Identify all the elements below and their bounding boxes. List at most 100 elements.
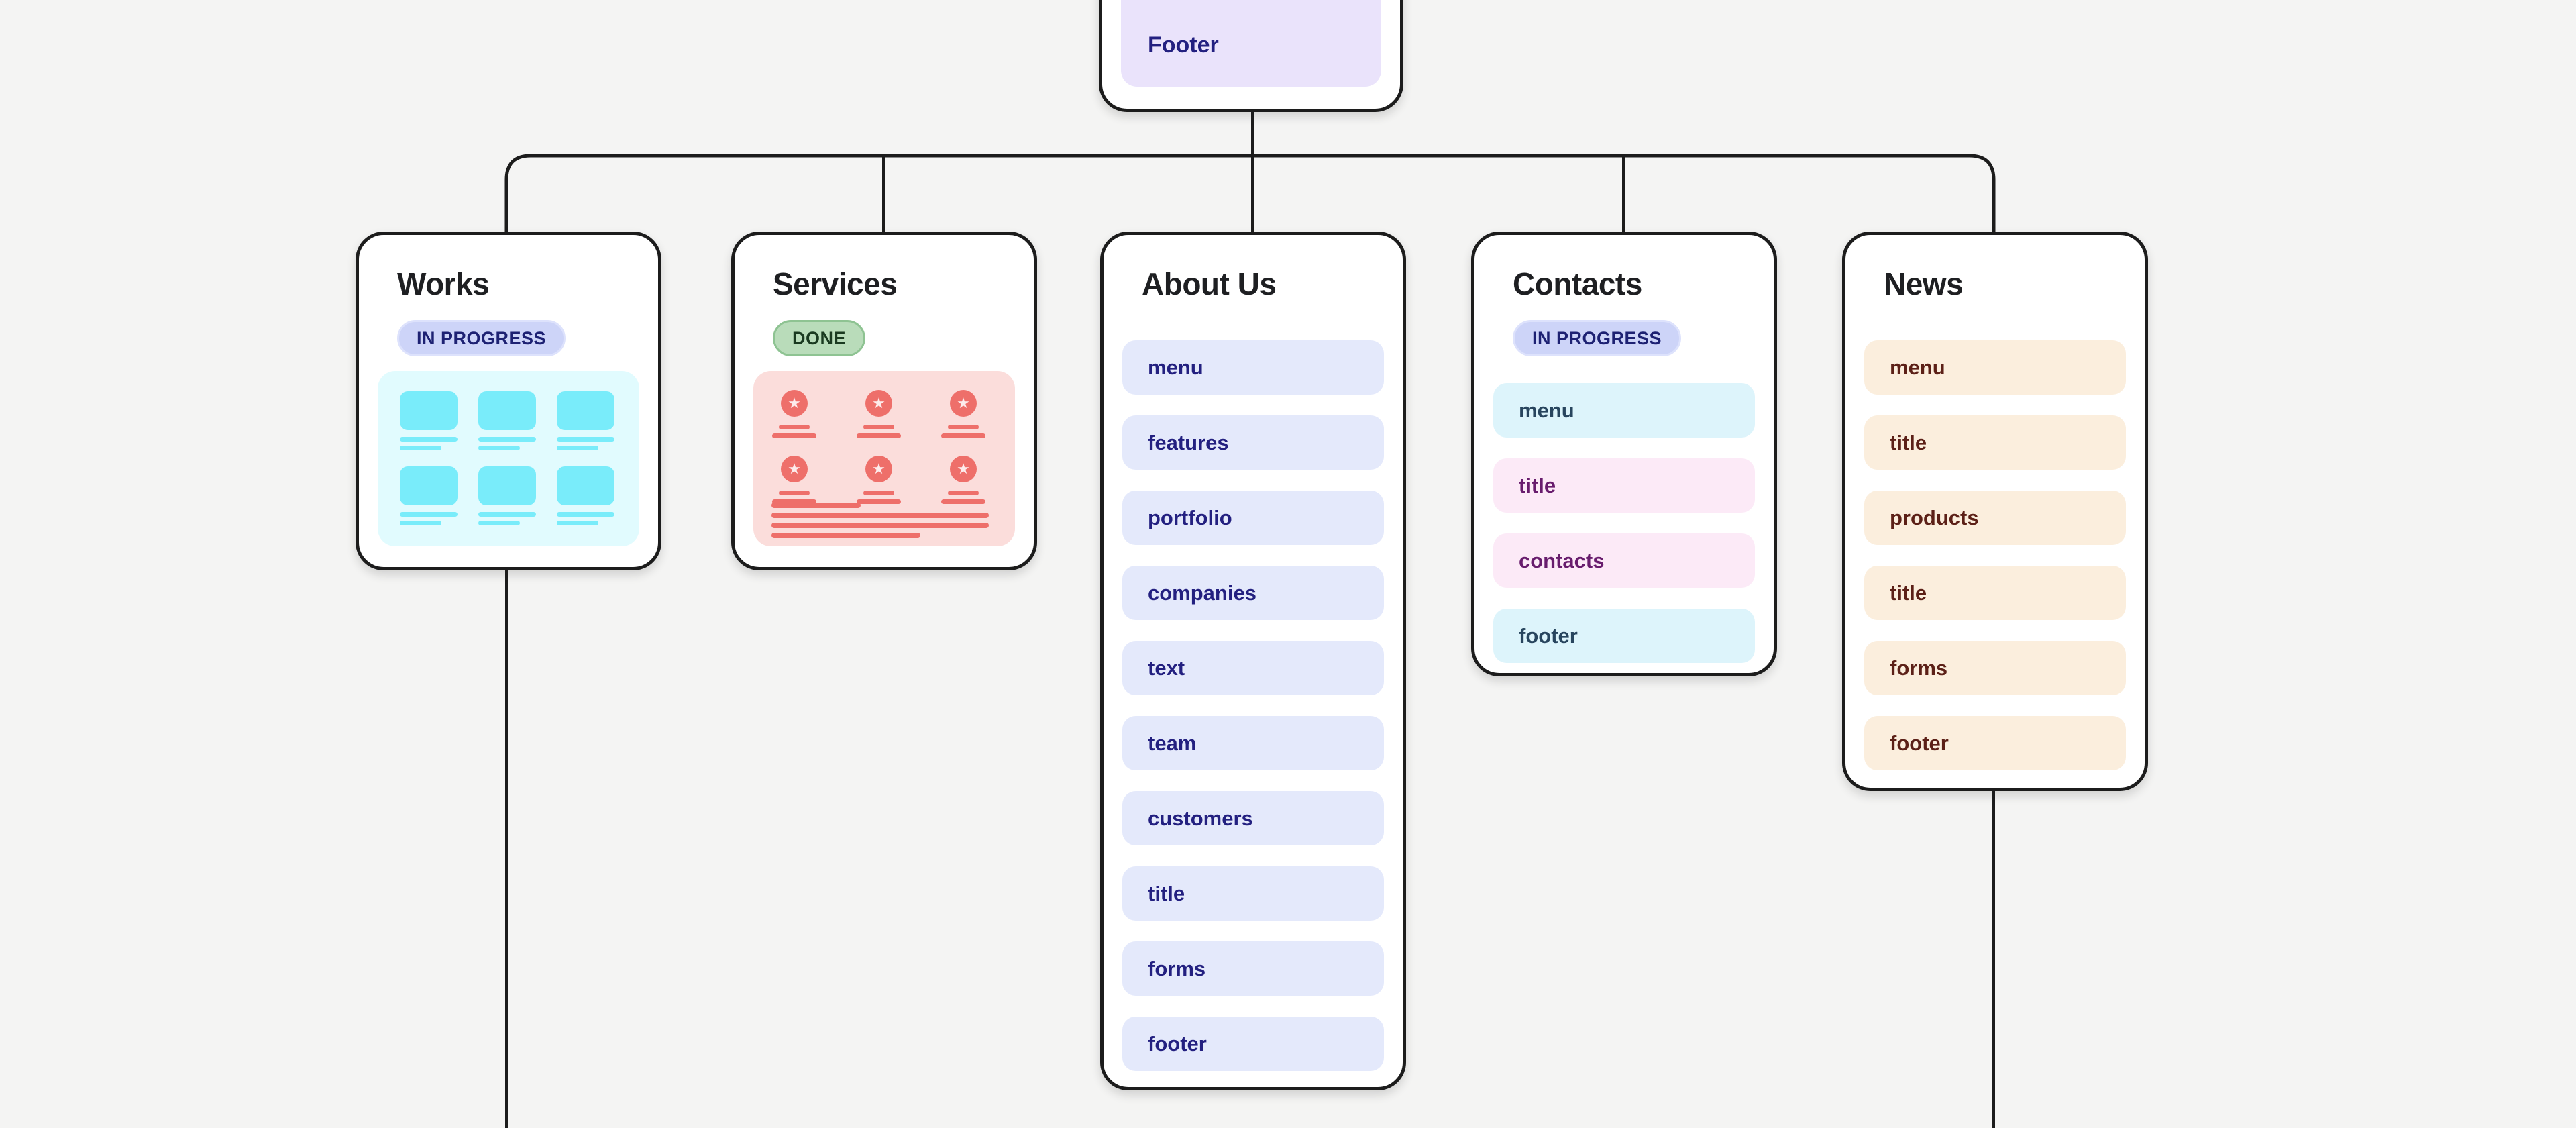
star-icon: ★	[872, 460, 885, 477]
section-item-menu[interactable]: menu	[1122, 340, 1384, 395]
wireframe-card-cell	[557, 391, 614, 454]
placeholder-line	[941, 433, 985, 438]
placeholder-line	[779, 425, 810, 429]
about-us-page-card[interactable]: About Us menu features portfolio companies t…	[1100, 232, 1406, 1090]
placeholder-line	[400, 437, 458, 442]
wireframe-feature-cell: ★	[933, 456, 994, 508]
wireframe-feature-cell: ★	[764, 390, 824, 442]
star-icon: ★	[788, 460, 801, 477]
star-icon: ★	[788, 395, 801, 411]
wireframe-feature-cell: ★	[849, 456, 909, 508]
section-item-customers[interactable]: customers	[1122, 791, 1384, 845]
section-item-contacts[interactable]: contacts	[1493, 533, 1755, 588]
placeholder-image-block	[478, 391, 536, 430]
feature-circle: ★	[781, 390, 808, 417]
section-item-team[interactable]: team	[1122, 716, 1384, 770]
placeholder-paragraph-line	[771, 533, 920, 538]
placeholder-line	[863, 425, 894, 429]
services-paragraph-lines	[771, 503, 989, 543]
services-page-card[interactable]: Services DONE ★ ★ ★ ★ ★ ★	[731, 232, 1037, 570]
wireframe-feature-cell: ★	[764, 456, 824, 508]
placeholder-image-block	[557, 466, 614, 505]
section-item-portfolio[interactable]: portfolio	[1122, 491, 1384, 545]
placeholder-line	[557, 446, 598, 450]
placeholder-paragraph-line	[771, 513, 989, 518]
section-item-products[interactable]: products	[1864, 491, 2126, 545]
placeholder-line	[948, 425, 979, 429]
section-item-text[interactable]: text	[1122, 641, 1384, 695]
placeholder-line	[478, 437, 536, 442]
works-page-title[interactable]: Works	[397, 266, 490, 301]
wireframe-card-cell	[400, 466, 458, 529]
section-item-title[interactable]: title	[1864, 415, 2126, 470]
about-us-section-list: menu features portfolio companies text team cu…	[1104, 340, 1403, 1071]
star-icon: ★	[957, 460, 970, 477]
services-wireframe-grid: ★ ★ ★ ★ ★ ★	[753, 371, 1015, 508]
placeholder-line	[557, 512, 614, 517]
services-page-title[interactable]: Services	[773, 266, 898, 301]
placeholder-line	[948, 491, 979, 495]
news-page-title[interactable]: News	[1884, 266, 1964, 301]
works-wireframe-grid	[378, 371, 639, 529]
section-item-title[interactable]: title	[1864, 566, 2126, 620]
placeholder-image-block	[400, 391, 458, 430]
wireframe-feature-cell: ★	[933, 390, 994, 442]
contacts-section-list: menu title contacts footer	[1474, 383, 1774, 663]
placeholder-line	[941, 499, 985, 504]
footer-root-node[interactable]: Footer	[1099, 0, 1403, 112]
feature-circle: ★	[950, 456, 977, 482]
wireframe-feature-cell: ★	[849, 390, 909, 442]
about-us-page-title[interactable]: About Us	[1142, 266, 1277, 301]
feature-circle: ★	[865, 390, 892, 417]
star-icon: ★	[872, 395, 885, 411]
placeholder-image-block	[400, 466, 458, 505]
section-item-footer[interactable]: footer	[1864, 716, 2126, 770]
section-item-footer[interactable]: footer	[1493, 609, 1755, 663]
placeholder-line	[478, 521, 520, 525]
feature-circle: ★	[781, 456, 808, 482]
placeholder-line	[857, 433, 901, 438]
placeholder-line	[478, 512, 536, 517]
placeholder-image-block	[478, 466, 536, 505]
works-page-card[interactable]: Works IN PROGRESS	[356, 232, 661, 570]
footer-node-block[interactable]: Footer	[1121, 0, 1381, 87]
connector-trunk	[504, 154, 1996, 235]
placeholder-line	[772, 499, 816, 504]
wireframe-card-cell	[557, 466, 614, 529]
wireframe-card-cell	[400, 391, 458, 454]
section-item-forms[interactable]: forms	[1864, 641, 2126, 695]
placeholder-line	[863, 491, 894, 495]
section-item-companies[interactable]: companies	[1122, 566, 1384, 620]
works-thumbnail[interactable]	[378, 371, 639, 546]
services-thumbnail[interactable]: ★ ★ ★ ★ ★ ★	[753, 371, 1015, 546]
placeholder-line	[779, 491, 810, 495]
contacts-page-title[interactable]: Contacts	[1513, 266, 1642, 301]
contacts-status-badge[interactable]: IN PROGRESS	[1513, 320, 1682, 356]
placeholder-line	[557, 437, 614, 442]
placeholder-line	[857, 499, 901, 504]
placeholder-line	[772, 433, 816, 438]
services-status-badge[interactable]: DONE	[773, 320, 866, 356]
section-item-features[interactable]: features	[1122, 415, 1384, 470]
section-item-forms[interactable]: forms	[1122, 941, 1384, 996]
placeholder-line	[478, 446, 520, 450]
news-page-card[interactable]: News menu title products title forms footer	[1842, 232, 2148, 791]
section-item-menu[interactable]: menu	[1493, 383, 1755, 438]
feature-circle: ★	[865, 456, 892, 482]
section-item-footer[interactable]: footer	[1122, 1017, 1384, 1071]
works-status-badge[interactable]: IN PROGRESS	[397, 320, 566, 356]
feature-circle: ★	[950, 390, 977, 417]
placeholder-line	[400, 512, 458, 517]
placeholder-line	[400, 521, 441, 525]
section-item-title[interactable]: title	[1493, 458, 1755, 513]
section-item-title[interactable]: title	[1122, 866, 1384, 921]
wireframe-card-cell	[478, 391, 536, 454]
star-icon: ★	[957, 395, 970, 411]
placeholder-paragraph-line	[771, 523, 989, 528]
placeholder-image-block	[557, 391, 614, 430]
contacts-page-card[interactable]: Contacts IN PROGRESS menu title contacts fo…	[1471, 232, 1777, 676]
section-item-menu[interactable]: menu	[1864, 340, 2126, 395]
placeholder-paragraph-line	[771, 503, 861, 508]
